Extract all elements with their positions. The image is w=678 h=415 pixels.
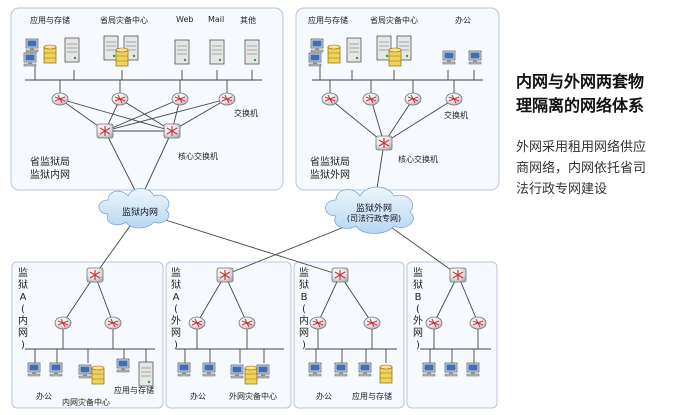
- prison-b-inner-label-storage: 应用与存储: [352, 392, 392, 401]
- connection-lines: [25, 66, 491, 363]
- tr-core-label: 核心交换机: [398, 155, 438, 164]
- prison-a-outer-label-office: 办公: [190, 392, 206, 401]
- tl-switch-label: 交换机: [234, 109, 258, 118]
- tl-server-label-0: 应用与存储: [30, 16, 70, 25]
- cloud-inner-label: 监狱内网: [121, 208, 158, 218]
- heading-line-1: 内网与外网两套物: [516, 72, 645, 91]
- tl-name-line2: 监狱内网: [30, 170, 70, 181]
- cloud-outer-network: [325, 186, 414, 234]
- description-line-2: 商网络，内网依托省司: [516, 161, 647, 176]
- prison-a-inner-label-backup: 内网灾备中心: [62, 398, 110, 407]
- prison-a-inner-label-office: 办公: [36, 392, 52, 401]
- panel-prison-b-inner: [293, 261, 405, 409]
- heading: 内网与外网两套物 理隔离的网络体系: [516, 70, 644, 118]
- tl-server-label-1: 省局灾备中心: [100, 16, 148, 25]
- tl-name-line1: 省监狱局: [30, 157, 70, 168]
- tl-server-label-2: Web: [176, 15, 194, 24]
- panel-prison-a-outer: [165, 261, 292, 409]
- tr-name-line2: 监狱外网: [310, 170, 350, 181]
- cloud-outer-label-1: 监狱外网: [355, 204, 392, 214]
- tr-server-label-2: 办公: [455, 16, 471, 25]
- tl-core-label: 核心交换机: [178, 152, 218, 161]
- tl-server-label-3: Mail: [208, 15, 225, 24]
- description: 外网采用租用网络供应 商网络，内网依托省司 法行政专网建设: [516, 137, 646, 200]
- heading-line-2: 理隔离的网络体系: [516, 96, 645, 115]
- tl-server-label-4: 其他: [240, 16, 256, 25]
- prison-a-outer-label-backup: 外网灾备中心: [229, 392, 277, 401]
- tr-name-line1: 省监狱局: [310, 157, 350, 168]
- cloud-outer-label-2: (司法行政专网): [346, 214, 402, 223]
- description-line-3: 法行政专网建设: [516, 182, 608, 197]
- tr-server-label-1: 省局灾备中心: [370, 16, 418, 25]
- tr-switch-label: 交换机: [444, 111, 468, 120]
- tr-server-label-0: 应用与存储: [308, 16, 348, 25]
- prison-a-inner-label-storage: 应用与存储: [114, 386, 154, 395]
- description-line-1: 外网采用租用网络供应: [516, 140, 647, 155]
- cloud-inner-network: [98, 188, 170, 229]
- prison-b-inner-label-office: 办公: [316, 392, 332, 401]
